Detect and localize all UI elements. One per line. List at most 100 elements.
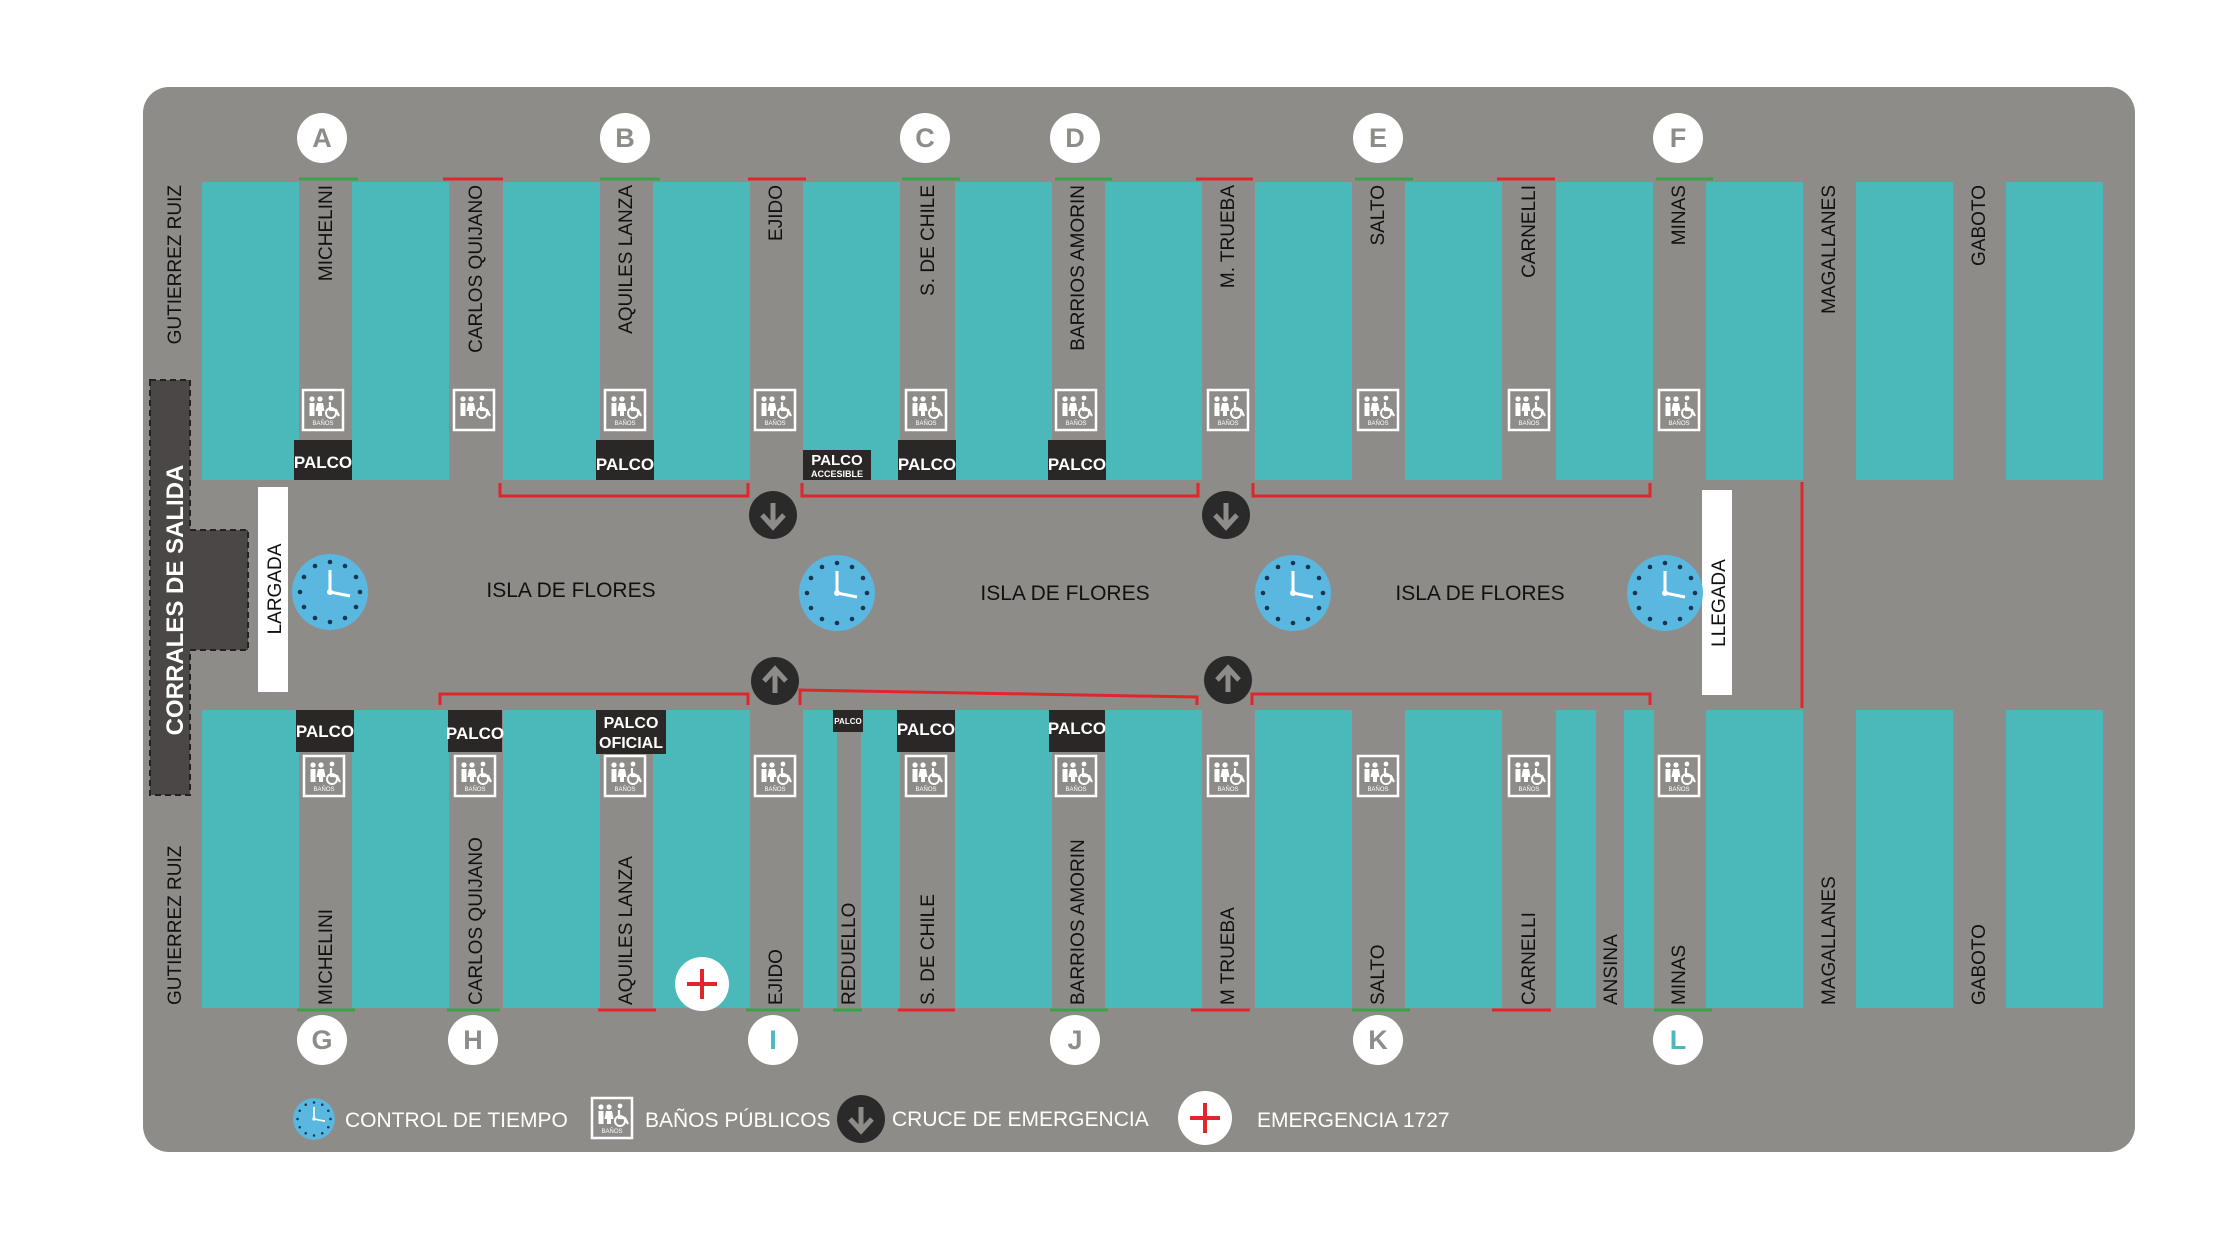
clock-icon <box>292 1097 336 1141</box>
palco-michelini-top: PALCO <box>294 440 352 480</box>
street-michelini-top: MICHELINI <box>316 185 337 281</box>
clock-icon <box>1625 553 1705 633</box>
street-carnelli-top: CARNELLI <box>1519 185 1540 278</box>
restroom-icon: BAÑOS <box>1657 754 1701 798</box>
street-barrios-amorin-top: BARRIOS AMORIN <box>1068 185 1089 351</box>
svg-text:F: F <box>1670 123 1687 153</box>
svg-text:PALCO: PALCO <box>596 455 654 474</box>
svg-text:G: G <box>311 1025 332 1055</box>
street-ejido-top: EJIDO <box>766 185 787 241</box>
street-ejido-bottom: EJIDO <box>766 949 787 1005</box>
red-barriers <box>438 177 1804 1012</box>
svg-text:J: J <box>1067 1025 1082 1055</box>
arrow-up-icon <box>1204 656 1252 704</box>
restroom-icon: BAÑOS <box>1356 754 1400 798</box>
legend-control-label: CONTROL DE TIEMPO <box>345 1109 568 1132</box>
street-barrios-amorin-bottom: BARRIOS AMORIN <box>1068 839 1089 1005</box>
street-gaboto-bottom: GABOTO <box>1969 924 1990 1005</box>
legend-banos-label: BAÑOS PÚBLICOS <box>645 1108 831 1132</box>
marker-k: K <box>1353 1015 1403 1065</box>
svg-text:BAÑOS: BAÑOS <box>1065 420 1086 427</box>
svg-text:LLEGADA: LLEGADA <box>1709 559 1730 647</box>
isla-label-2: ISLA DE FLORES <box>980 582 1149 605</box>
top-city-blocks <box>202 182 2103 480</box>
corrales-label: CORRALES DE SALIDA <box>162 465 189 736</box>
bottom-restrooms: BAÑOS BAÑOS BAÑOS BAÑOS BAÑOS BAÑOS BAÑO… <box>302 754 1701 798</box>
restroom-icon: BAÑOS <box>904 388 948 432</box>
svg-text:ACCESIBLE: ACCESIBLE <box>811 469 863 479</box>
svg-text:PALCO: PALCO <box>811 452 863 469</box>
llegada-banner: LLEGADA <box>1702 490 1732 695</box>
bottom-street-names: GUTIERREZ RUIZ MICHELINI CARLOS QUIJANO … <box>165 837 1990 1005</box>
restroom-icon: BAÑOS <box>301 388 345 432</box>
legend: CONTROL DE TIEMPO BAÑOS BAÑOS PÚBLICOS C… <box>292 1091 1450 1145</box>
restroom-icon: BAÑOS <box>1054 754 1098 798</box>
street-aquiles-lanza-bottom: AQUILES LANZA <box>616 856 637 1005</box>
svg-text:BAÑOS: BAÑOS <box>601 1128 622 1135</box>
street-s-de-chile-top: S. DE CHILE <box>918 185 939 296</box>
restroom-icon: BAÑOS <box>603 754 647 798</box>
restroom-icon: BAÑOS <box>302 754 346 798</box>
emergency-cross-icon <box>1178 1091 1232 1145</box>
svg-text:I: I <box>769 1025 777 1055</box>
palco-reduello: PALCO <box>833 710 863 732</box>
marker-l: L <box>1653 1015 1703 1065</box>
svg-text:BAÑOS: BAÑOS <box>312 420 333 427</box>
street-m-trueba-bottom: M TRUEBA <box>1218 907 1239 1005</box>
svg-text:BAÑOS: BAÑOS <box>1668 786 1689 793</box>
restroom-icon: BAÑOS <box>1657 388 1701 432</box>
street-minas-bottom: MINAS <box>1669 945 1690 1005</box>
restroom-icon: BAÑOS <box>1507 388 1551 432</box>
svg-text:L: L <box>1670 1025 1687 1055</box>
street-gutierrez-ruiz-top: GUTIERREZ RUIZ <box>165 185 186 345</box>
street-magallanes-bottom: MAGALLANES <box>1819 876 1840 1005</box>
palco-michelini-bottom: PALCO <box>296 710 354 752</box>
restroom-icon: BAÑOS <box>590 1096 634 1140</box>
legend-emergencia-label: EMERGENCIA 1727 <box>1257 1109 1450 1132</box>
corrales-de-salida: CORRALES DE SALIDA <box>149 379 249 796</box>
svg-text:BAÑOS: BAÑOS <box>313 786 334 793</box>
marker-h: H <box>448 1015 498 1065</box>
svg-text:BAÑOS: BAÑOS <box>614 420 635 427</box>
svg-text:BAÑOS: BAÑOS <box>1367 420 1388 427</box>
street-magallanes-top: MAGALLANES <box>1819 185 1840 314</box>
marker-j: J <box>1050 1015 1100 1065</box>
svg-text:PALCO: PALCO <box>834 717 861 726</box>
svg-text:D: D <box>1065 123 1085 153</box>
street-carlos-quijano-top: CARLOS QUIJANO <box>466 185 487 353</box>
green-markers <box>297 177 1713 1012</box>
bottom-city-blocks <box>202 710 2103 1008</box>
svg-text:BAÑOS: BAÑOS <box>464 786 485 793</box>
marker-g: G <box>297 1015 347 1065</box>
marker-c: C <box>900 113 950 163</box>
emergency-cross-icon <box>675 957 729 1011</box>
svg-text:OFICIAL: OFICIAL <box>599 735 663 752</box>
palco-barrios-amorin-bottom: PALCO <box>1048 710 1106 752</box>
restroom-icon: BAÑOS <box>1206 754 1250 798</box>
svg-text:PALCO: PALCO <box>446 724 504 743</box>
isla-label-1: ISLA DE FLORES <box>486 579 655 602</box>
restroom-icon: BAÑOS <box>603 388 647 432</box>
street-salto-top: SALTO <box>1368 185 1389 246</box>
restroom-icon: BAÑOS <box>1054 388 1098 432</box>
svg-text:PALCO: PALCO <box>1048 719 1106 738</box>
largada-banner: LARGADA <box>258 487 288 692</box>
svg-text:PALCO: PALCO <box>898 455 956 474</box>
svg-text:PALCO: PALCO <box>897 720 955 739</box>
svg-text:A: A <box>312 123 332 153</box>
svg-text:LARGADA: LARGADA <box>265 543 286 634</box>
street-reduello-bottom: REDUELLO <box>839 903 860 1005</box>
clock-icon <box>797 553 877 633</box>
svg-text:BAÑOS: BAÑOS <box>915 786 936 793</box>
svg-text:BAÑOS: BAÑOS <box>1367 786 1388 793</box>
svg-text:BAÑOS: BAÑOS <box>1065 786 1086 793</box>
restroom-icon: BAÑOS <box>1206 388 1250 432</box>
restroom-icon: BAÑOS <box>1356 388 1400 432</box>
street-ansina-bottom: ANSINA <box>1601 934 1622 1005</box>
street-gutierrez-ruiz-bottom: GUTIERREZ RUIZ <box>165 845 186 1005</box>
marker-a: A <box>297 113 347 163</box>
svg-text:PALCO: PALCO <box>296 722 354 741</box>
